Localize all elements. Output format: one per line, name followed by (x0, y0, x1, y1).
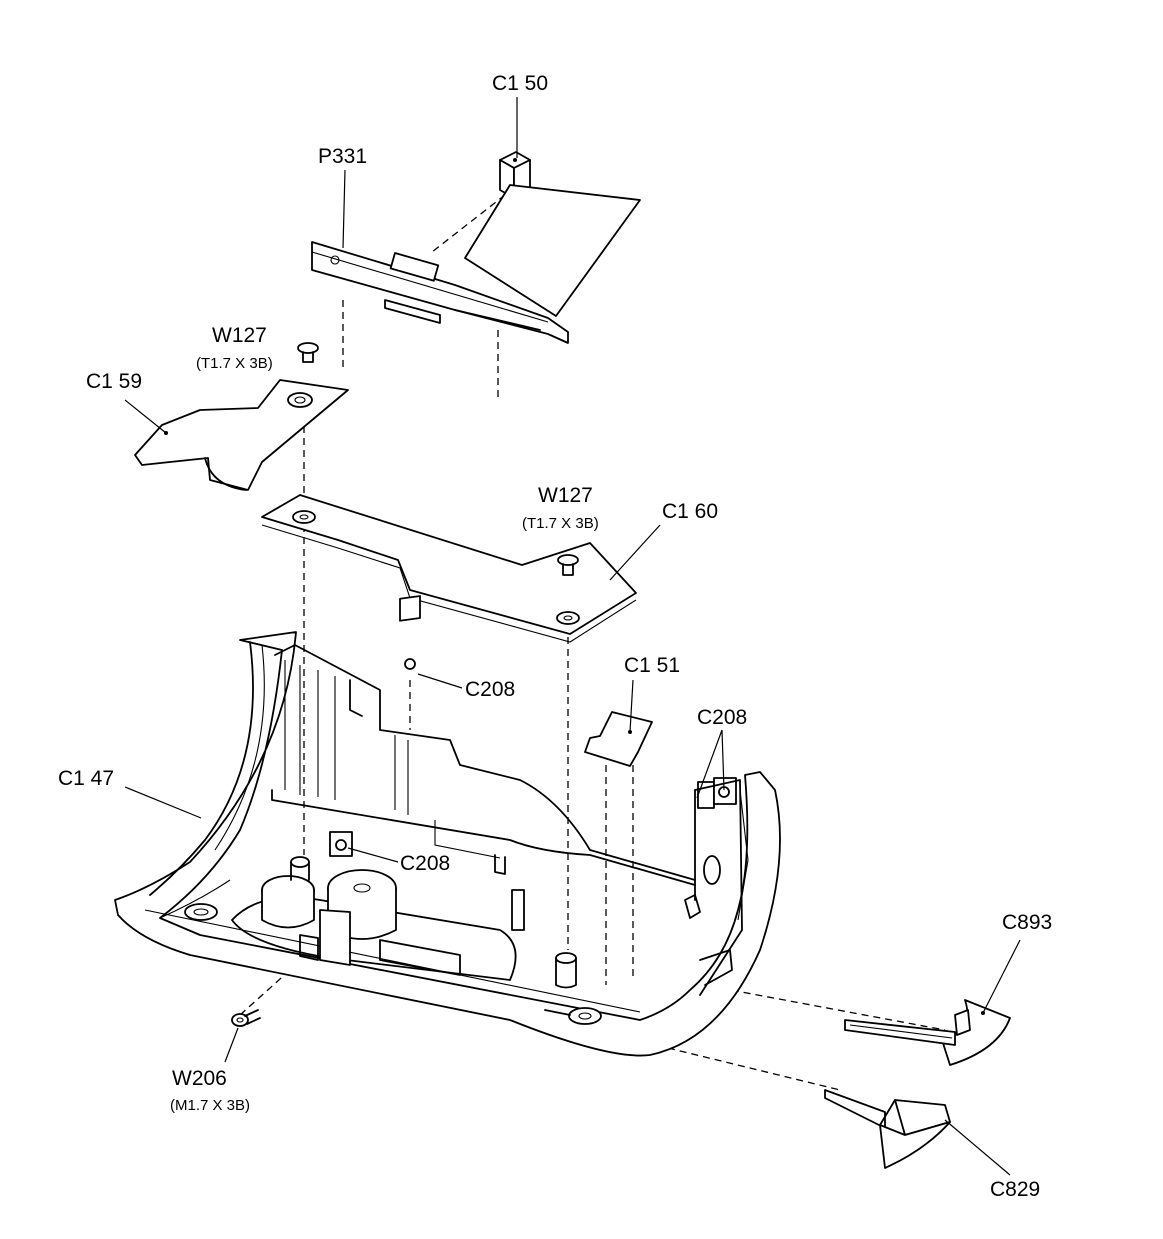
part-w127-screw-upper (297, 342, 319, 363)
label-c1147: C1 47 (58, 767, 114, 790)
label-c829: C829 (990, 1178, 1040, 1201)
label-w127-lower-spec: (T1.7 X 3B) (522, 515, 599, 532)
part-c1159-bracket (134, 379, 349, 491)
label-w206-spec: (M1.7 X 3B) (170, 1097, 250, 1114)
label-w127-upper-spec: (T1.7 X 3B) (196, 355, 273, 372)
label-w127-upper: W127 (212, 324, 267, 347)
part-labels: C1 50 P331 W127 (T1.7 X 3B) C1 59 W127 (… (58, 72, 1052, 1201)
part-w206-screw (231, 1009, 261, 1027)
label-c1160: C1 60 (662, 500, 718, 523)
label-c1151: C1 51 (624, 654, 680, 677)
part-w127-screw-lower (557, 554, 579, 576)
assembly-lines (239, 194, 946, 1091)
leader-lines (124, 97, 1021, 1176)
part-c829-key (824, 1089, 951, 1169)
part-p331-board (311, 184, 641, 344)
part-c893-cover (844, 999, 1011, 1066)
label-p331: P331 (318, 145, 367, 168)
label-c208-b: C208 (697, 706, 747, 729)
part-c1151-pad (584, 711, 653, 767)
label-c1150: C1 50 (492, 72, 548, 95)
label-w206: W206 (172, 1067, 227, 1090)
label-c208-c: C208 (400, 852, 450, 875)
label-c1159: C1 59 (86, 370, 142, 393)
part-c1147-lower-case (114, 631, 781, 1057)
label-c893: C893 (1002, 911, 1052, 934)
label-c208-a: C208 (465, 678, 515, 701)
part-c208-clip-c (329, 831, 353, 857)
part-c1160-plate (261, 494, 637, 643)
label-w127-lower: W127 (538, 484, 593, 507)
part-c208-clip-a (399, 595, 421, 670)
